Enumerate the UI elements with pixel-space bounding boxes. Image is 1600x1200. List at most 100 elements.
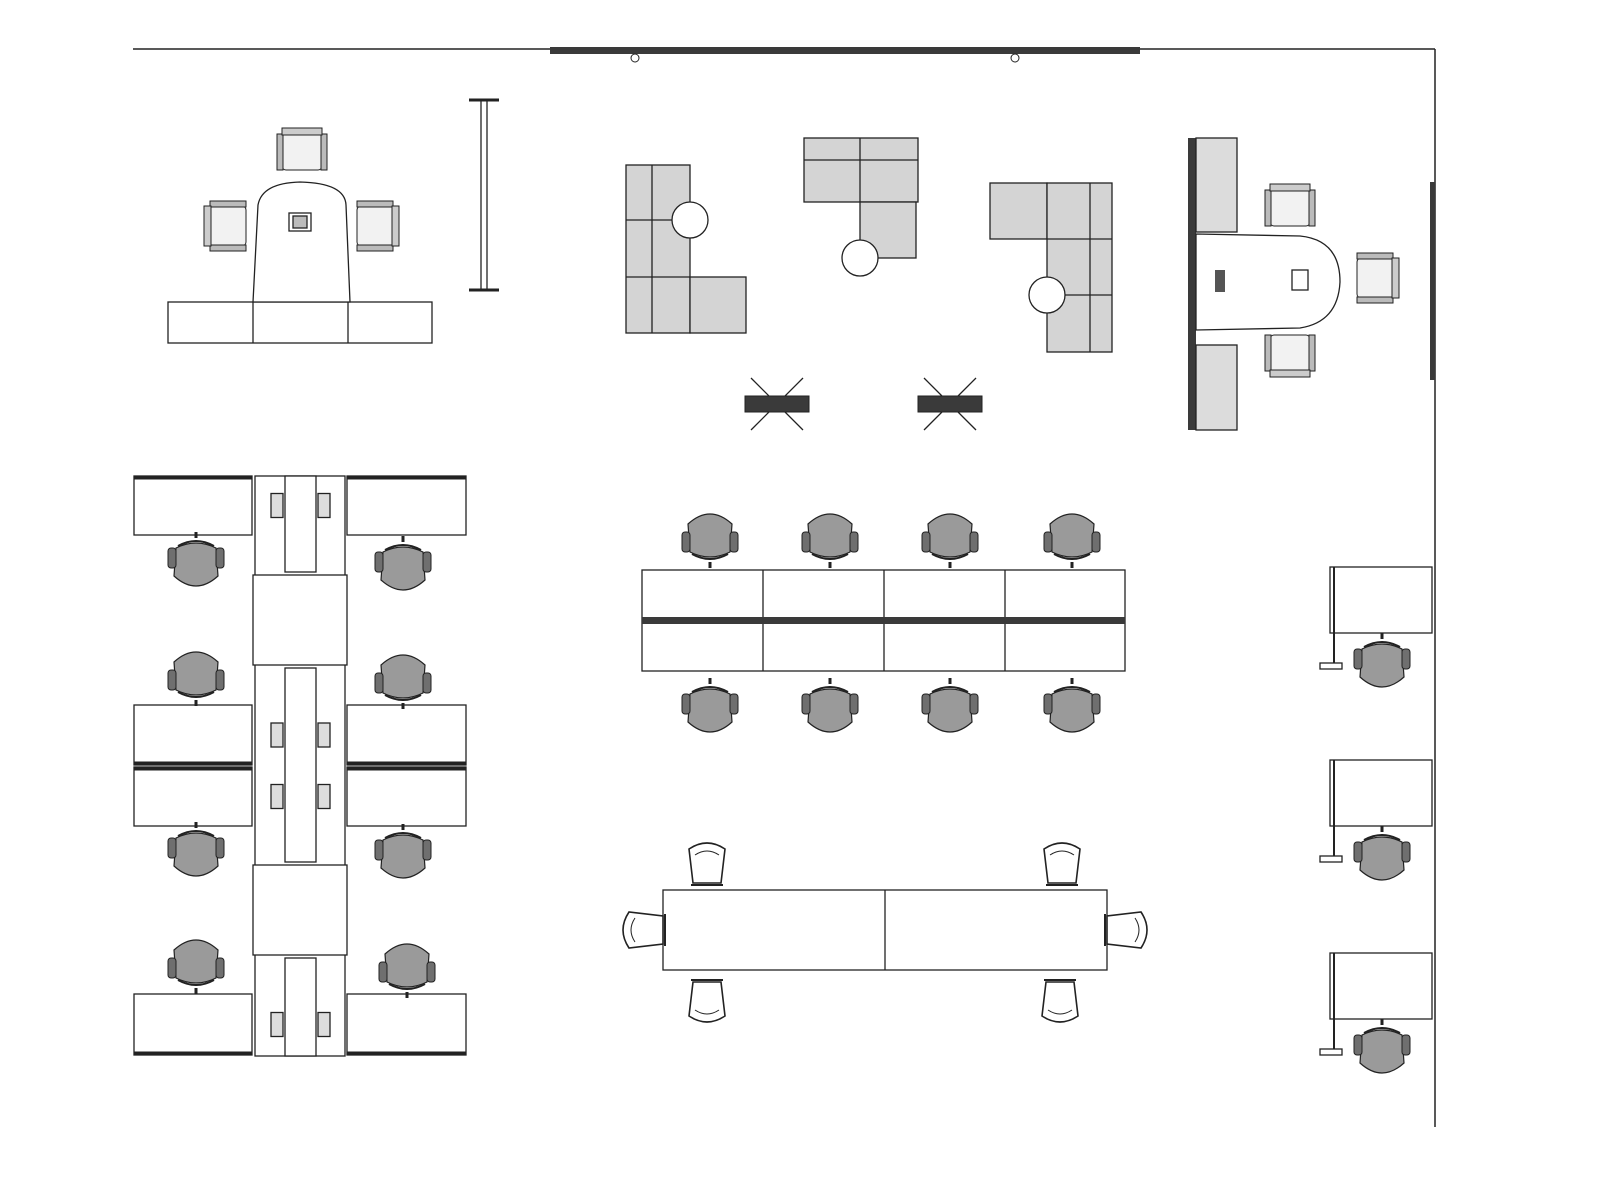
chair-seat (1359, 1029, 1405, 1074)
task-chair (1043, 678, 1101, 733)
touchdown-desk (1329, 759, 1433, 827)
task-chair (1353, 1019, 1411, 1074)
chair-arm (374, 672, 384, 694)
side-chair (688, 842, 726, 886)
chair-seat (1356, 257, 1394, 299)
bench-screen (642, 617, 1125, 624)
chair-seat (807, 688, 853, 733)
chair-arm (1356, 252, 1394, 260)
task-chair (1353, 633, 1411, 688)
chair-arm (801, 693, 811, 715)
chair-back (1134, 917, 1140, 943)
chair-arm (426, 961, 436, 983)
chair-arm (422, 672, 432, 694)
side-chair (1104, 911, 1148, 949)
window-rail (550, 47, 1140, 54)
chair-arm (1264, 334, 1272, 372)
chair-back (694, 1009, 720, 1015)
rail-fixture (630, 53, 640, 63)
touchdown-desk (1329, 566, 1433, 634)
chair-arm (167, 837, 177, 859)
chair-arm (167, 669, 177, 691)
sofa-section (1046, 182, 1113, 353)
chair-back (203, 205, 212, 247)
workstation-desk (133, 475, 253, 536)
cable-tray (270, 722, 284, 748)
sofa-section (689, 276, 747, 334)
chair-arm (422, 551, 432, 573)
chair-seat (807, 513, 853, 558)
meeting-table (252, 864, 348, 956)
chair-seat (380, 546, 426, 591)
cable-tray (270, 492, 284, 519)
chair-frame (688, 981, 726, 1023)
chair-arm (1043, 693, 1053, 715)
chair-arm (1091, 693, 1101, 715)
display-stand (744, 395, 810, 413)
lounge-chair (1264, 183, 1316, 227)
chair-arm (1356, 296, 1394, 304)
chair-arm (167, 957, 177, 979)
workstation-desk (346, 766, 467, 827)
storage-cabinet (1195, 137, 1238, 233)
side-table (1028, 276, 1066, 314)
chair-back (1053, 553, 1091, 560)
chair-arm (320, 133, 328, 171)
sofa-section (625, 164, 691, 334)
chair-arm (374, 551, 384, 573)
chair-arm (215, 669, 225, 691)
desk-foot (1319, 855, 1343, 863)
center-panel (284, 667, 317, 863)
chair-seat (173, 542, 219, 587)
cable-tray (317, 722, 331, 748)
chair-back (384, 694, 422, 701)
cable-tray (317, 492, 331, 519)
chair-arm (1091, 531, 1101, 553)
monitor-screen (292, 215, 308, 229)
desk (252, 181, 351, 303)
chair-back (691, 686, 729, 693)
side-table (671, 201, 709, 239)
executive-desk (1195, 233, 1341, 331)
privacy-panel (1188, 138, 1196, 430)
chair-seat (380, 654, 426, 699)
chair-seat (173, 939, 219, 984)
chair-back (177, 830, 215, 837)
chair-arm (378, 961, 388, 983)
chair-arm (215, 957, 225, 979)
chair-back (384, 544, 422, 551)
chair-back (177, 540, 215, 547)
lounge-chair (203, 200, 247, 252)
chair-arm (681, 693, 691, 715)
chair-arm (681, 531, 691, 553)
partition-post (480, 99, 488, 291)
chair-seat (687, 513, 733, 558)
chair-frame (1106, 911, 1148, 949)
chair-back (1363, 834, 1401, 841)
chair-arm (215, 547, 225, 569)
chair-seat (687, 688, 733, 733)
chair-back (1363, 641, 1401, 648)
chair-back (1391, 257, 1400, 299)
chair-back (811, 553, 849, 560)
chair-seat (1359, 643, 1405, 688)
lounge-chair (1356, 252, 1400, 304)
center-panel (284, 475, 317, 573)
chair-arm (356, 244, 394, 252)
chair-back (1269, 183, 1311, 192)
power-module (1215, 270, 1225, 292)
chair-seat (927, 688, 973, 733)
chair-seat (1269, 189, 1311, 227)
task-chair (378, 943, 436, 998)
workstation-desk (133, 766, 253, 827)
task-chair (167, 651, 225, 706)
chair-arm (729, 531, 739, 553)
task-chair (374, 654, 432, 709)
chair-arm (801, 531, 811, 553)
chair-seat (927, 513, 973, 558)
touchdown-desk (1329, 952, 1433, 1020)
monitor (1291, 269, 1309, 291)
chair-seat (1049, 513, 1095, 558)
workstation-desk (346, 704, 467, 766)
chair-back (1363, 1027, 1401, 1034)
